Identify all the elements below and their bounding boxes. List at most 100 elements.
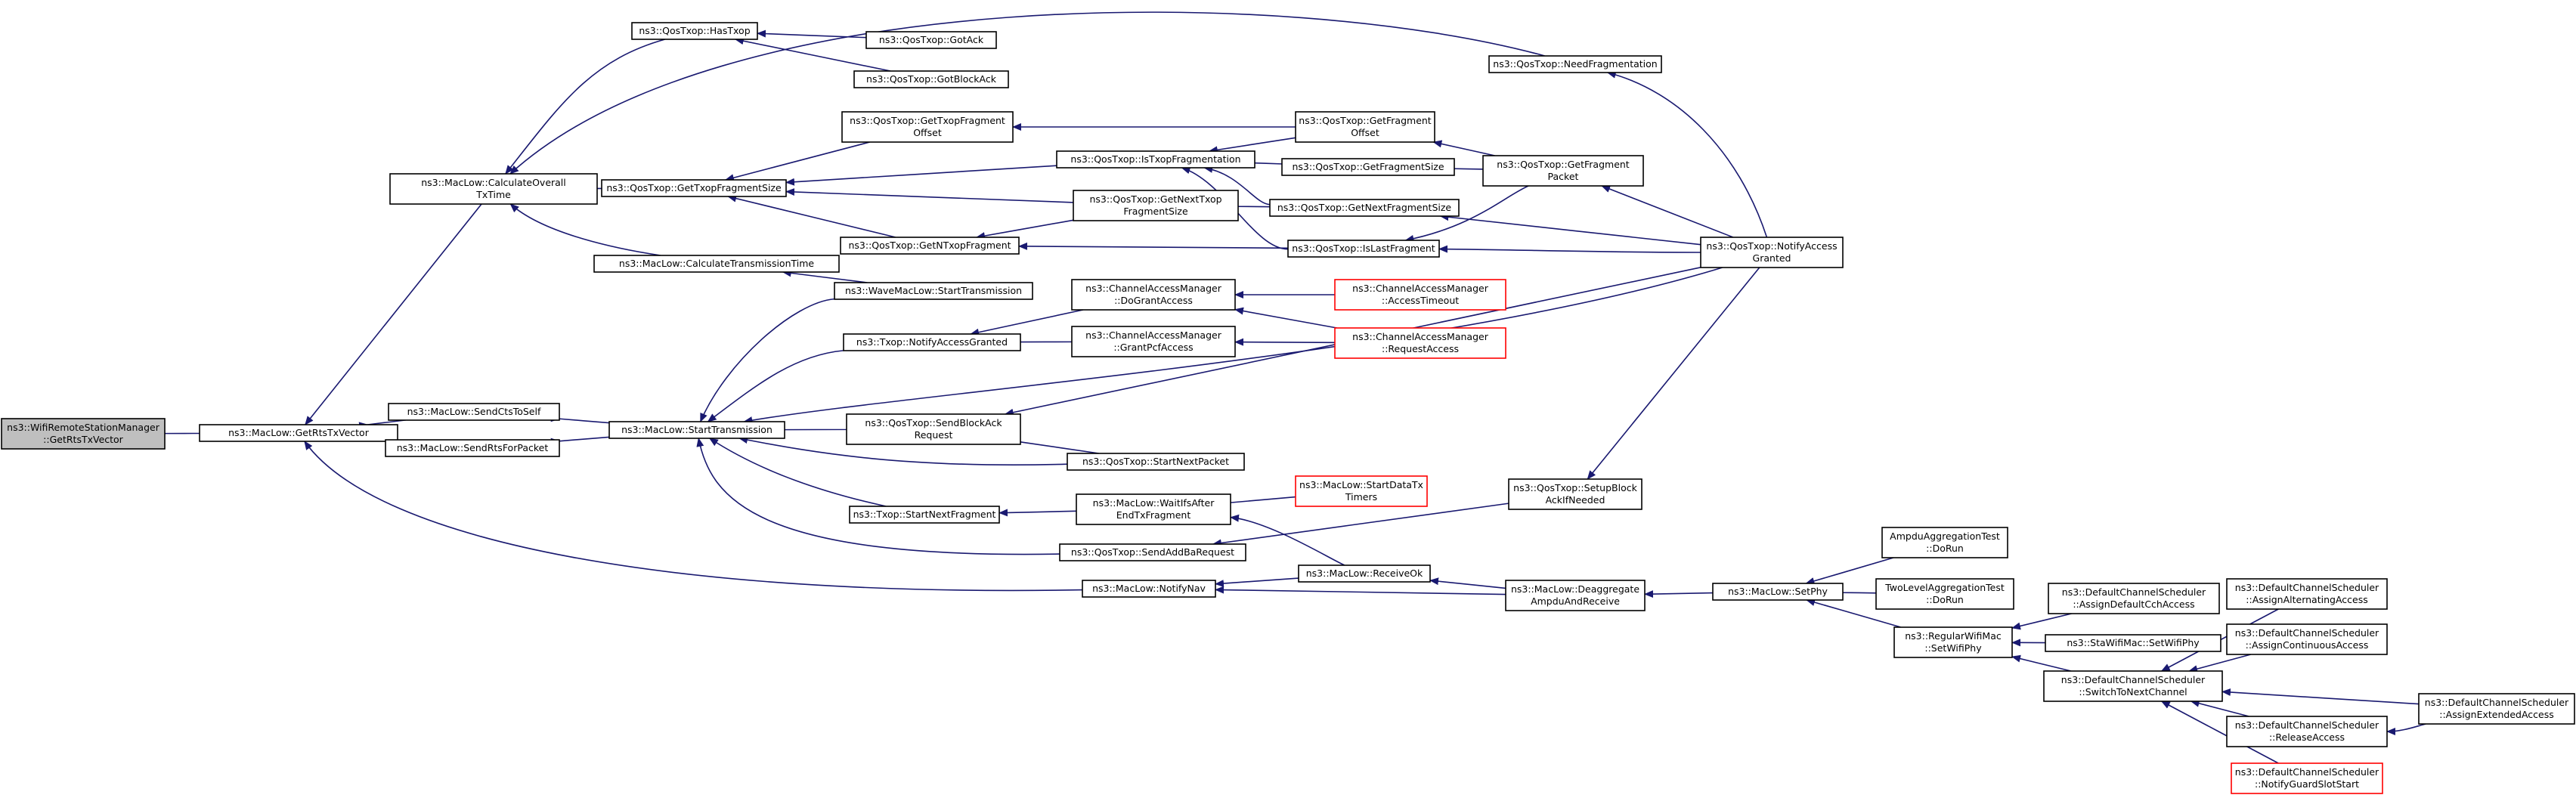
function-node-notifyNav[interactable]: ns3::MacLow::NotifyNav [1082, 580, 1216, 598]
function-node-waveStart[interactable]: ns3::WaveMacLow::StartTransmission [834, 282, 1033, 300]
node-label-line: ns3::DefaultChannelScheduler [2235, 719, 2379, 731]
function-node-twoLevelTest[interactable]: TwoLevelAggregationTest::DoRun [1875, 578, 2014, 610]
function-node-releaseAccess[interactable]: ns3::DefaultChannelScheduler::ReleaseAcc… [2226, 716, 2388, 747]
call-edge-doGrant-to-txopNotify [970, 309, 1084, 336]
function-node-getNTxopFrag[interactable]: ns3::QosTxop::GetNTxopFragment [840, 237, 1020, 255]
node-box [1508, 478, 1643, 510]
call-edge-qosStartNext-to-sendBlockAck [1011, 437, 1099, 454]
function-node-regularSetPhy[interactable]: ns3::RegularWifiMac::SetWifiPhy [1893, 626, 2013, 658]
node-box [1056, 150, 1255, 169]
function-node-getNextFragSize[interactable]: ns3::QosTxop::GetNextFragmentSize [1269, 199, 1460, 217]
node-box [2226, 623, 2388, 655]
node-box [631, 22, 758, 40]
call-edge-getFragPacket-to-isLastFrag [1404, 185, 1529, 243]
node-label-line: ::ReleaseAccess [2269, 732, 2345, 743]
call-edge-getFragPacket-to-getFragOffset [1432, 140, 1495, 156]
function-node-sendCts[interactable]: ns3::MacLow::SendCtsToSelf [388, 403, 560, 421]
call-edge-getNextTxopFragSize-to-getTxopFragSize [785, 188, 1074, 203]
node-label-line: ns3::MacLow::CalculateOverall [421, 177, 566, 188]
function-node-needFrag[interactable]: ns3::QosTxop::NeedFragmentation [1488, 55, 1662, 73]
function-node-sendAddBa[interactable]: ns3::QosTxop::SendAddBaRequest [1059, 543, 1246, 561]
node-label-line: TxTime [475, 189, 511, 200]
function-node-staSetPhy[interactable]: ns3::StaWifiMac::SetWifiPhy [2045, 634, 2221, 652]
function-node-gotAck[interactable]: ns3::QosTxop::GotAck [865, 31, 997, 49]
function-node-isLastFrag[interactable]: ns3::QosTxop::IsLastFragment [1287, 240, 1440, 258]
function-node-txopStartNext[interactable]: ns3::Txop::StartNextFragment [849, 506, 1000, 524]
function-node-notifyAccessGranted[interactable]: ns3::QosTxop::NotifyAccessGranted [1700, 237, 1844, 268]
call-edge-receiveOk-to-notifyNav [1215, 577, 1299, 588]
call-edge-deaggregate-to-notifyNav [1215, 586, 1506, 595]
node-label-line: ns3::Txop::StartNextFragment [853, 509, 996, 520]
call-edge-needFrag-to-calcOverall [509, 11, 1545, 175]
function-node-startTrans[interactable]: ns3::MacLow::StartTransmission [608, 421, 785, 439]
node-box [2418, 693, 2575, 725]
function-node-grantPcf[interactable]: ns3::ChannelAccessManager::GrantPcfAcces… [1071, 326, 1236, 357]
function-node-qosStartNext[interactable]: ns3::QosTxop::StartNextPacket [1067, 453, 1245, 471]
node-label-line: ns3::WaveMacLow::StartTransmission [845, 285, 1022, 296]
node-label-line: ::AccessTimeout [1382, 295, 1459, 306]
function-node-receiveOk[interactable]: ns3::MacLow::ReceiveOk [1298, 564, 1431, 583]
node-label-line: ns3::QosTxop::SendBlockAck [865, 417, 1002, 428]
node-box [1287, 240, 1440, 258]
node-box [1488, 55, 1662, 73]
function-node-isTxopFrag[interactable]: ns3::QosTxop::IsTxopFragmentation [1056, 150, 1255, 169]
node-label-line: ns3::MacLow::StartDataTx [1299, 479, 1423, 490]
function-node-hasTxop[interactable]: ns3::QosTxop::HasTxop [631, 22, 758, 40]
function-node-setPhy[interactable]: ns3::MacLow::SetPhy [1712, 583, 1844, 601]
function-node-assignExtended[interactable]: ns3::DefaultChannelScheduler::AssignExte… [2418, 693, 2575, 725]
call-edge-notifyAccessGranted-to-getFragPacket [1601, 185, 1734, 238]
function-node-requestAccess[interactable]: ns3::ChannelAccessManager::RequestAccess [1334, 327, 1506, 359]
call-edge-requestAccess-to-grantPcf [1234, 338, 1336, 346]
function-node-root[interactable]: ns3::WifiRemoteStationManager::GetRtsTxV… [1, 418, 166, 450]
call-edge-getFragOffset-to-isTxopFrag [1208, 137, 1296, 154]
node-box [1067, 453, 1245, 471]
node-label-line: ns3::QosTxop::NeedFragmentation [1493, 58, 1657, 70]
call-edge-sendCts-to-getRtsTxVector [358, 419, 407, 430]
node-box [2048, 583, 2220, 614]
node-label-line: ns3::QosTxop::IsTxopFragmentation [1070, 153, 1240, 165]
node-box [2226, 578, 2388, 610]
node-label-line: ::AssignDefaultCchAccess [2073, 598, 2194, 610]
function-node-switchToNext[interactable]: ns3::DefaultChannelScheduler::SwitchToNe… [2043, 670, 2223, 702]
function-node-sendRts[interactable]: ns3::MacLow::SendRtsForPacket [385, 439, 560, 457]
function-node-getFragSize[interactable]: ns3::QosTxop::GetFragmentSize [1281, 158, 1455, 176]
function-node-notifyGuard[interactable]: ns3::DefaultChannelScheduler::NotifyGuar… [2231, 762, 2383, 794]
node-label-line: ns3::QosTxop::GetTxopFragmentSize [606, 182, 782, 193]
node-label-line: ns3::QosTxop::GetFragment [1299, 115, 1432, 126]
node-label-line: ns3::QosTxop::GotBlockAck [866, 73, 997, 85]
node-label-line: ns3::DefaultChannelScheduler [2062, 586, 2206, 598]
function-node-assignDefaultCch[interactable]: ns3::DefaultChannelScheduler::AssignDefa… [2048, 583, 2220, 614]
function-node-assignContinuous[interactable]: ns3::DefaultChannelScheduler::AssignCont… [2226, 623, 2388, 655]
node-box [1893, 626, 2013, 658]
function-node-accessTimeout[interactable]: ns3::ChannelAccessManager::AccessTimeout [1334, 279, 1506, 311]
function-node-getTxopFragSize[interactable]: ns3::QosTxop::GetTxopFragmentSize [601, 179, 787, 197]
call-edge-getNextFragSize-to-isTxopFrag [1203, 165, 1271, 206]
call-edge-assignContinuous-to-switchToNext [2188, 654, 2252, 673]
node-box [1298, 564, 1431, 583]
node-label-line: ns3::MacLow::WaitIfsAfter [1093, 497, 1215, 509]
call-edge-notifyAccessGranted-to-startTrans [743, 267, 1723, 425]
function-node-doGrant[interactable]: ns3::ChannelAccessManager::DoGrantAccess [1071, 279, 1236, 311]
node-label-line: TwoLevelAggregationTest [1884, 582, 2005, 593]
function-node-gotBlockAck[interactable]: ns3::QosTxop::GotBlockAck [853, 70, 1009, 88]
function-node-assignAlternating[interactable]: ns3::DefaultChannelScheduler::AssignAlte… [2226, 578, 2388, 610]
node-label-line: ns3::QosTxop::NotifyAccess [1706, 240, 1837, 252]
function-node-ampduTest[interactable]: AmpduAggregationTest::DoRun [1881, 527, 2008, 558]
function-node-calcTransTime[interactable]: ns3::MacLow::CalculateTransmissionTime [593, 255, 840, 273]
nodes-layer: ns3::WifiRemoteStationManager::GetRtsTxV… [1, 22, 2575, 794]
call-edge-assignExtended-to-releaseAccess [2386, 723, 2426, 735]
node-box [385, 439, 560, 457]
function-node-txopNotify[interactable]: ns3::Txop::NotifyAccessGranted [843, 333, 1021, 351]
call-edge-setupBlockAck-to-sendAddBa [1212, 503, 1509, 547]
function-node-getRtsTxVector[interactable]: ns3::MacLow::GetRtsTxVector [199, 424, 398, 442]
